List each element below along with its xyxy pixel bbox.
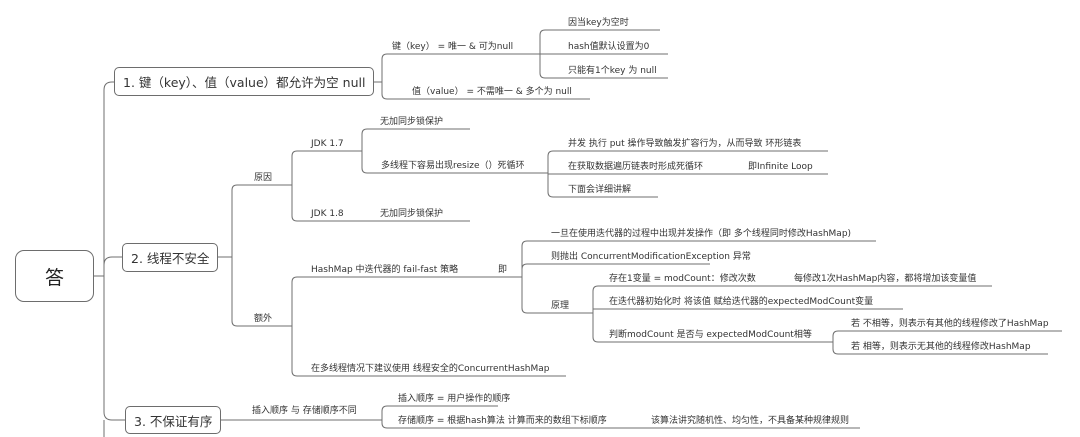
resize-item-1: 并发 执行 put 操作导致触发扩容行为，从而导致 环形链表 bbox=[568, 139, 802, 149]
topic-nullable[interactable]: 1. 键（key）、值（value）都允许为空 null bbox=[114, 67, 375, 96]
failfast-item-2: 则抛出 ConcurrentModificationException 异常 bbox=[551, 252, 751, 262]
insert-order-label: 插入顺序 = 用户操作的顺序 bbox=[398, 394, 511, 404]
principle-item-2: 在迭代器初始化时 将该值 赋给迭代器的expectedModCount变量 bbox=[609, 297, 874, 307]
key-item-2: hash值默认设置为0 bbox=[568, 42, 650, 52]
equal-label: 若 相等，则表示无其他的线程修改HashMap bbox=[851, 342, 1031, 352]
principle-note: 每修改1次HashMap内容，都将增加该变量值 bbox=[794, 274, 977, 284]
infinite-loop-label: 即Infinite Loop bbox=[748, 162, 813, 172]
principle-item-3: 判断modCount 是否与 expectedModCount相等 bbox=[609, 330, 812, 340]
store-order-note: 该算法讲究随机性、均匀性，不具备某种规律规则 bbox=[651, 416, 850, 426]
extra-label: 额外 bbox=[254, 314, 273, 324]
jdk17-lock-label: 无加同步锁保护 bbox=[380, 117, 444, 127]
value-label: 值（value） = 不需唯一 & 多个为 null bbox=[412, 87, 572, 97]
store-order-label: 存储顺序 = 根据hash算法 计算而来的数组下标顺序 bbox=[398, 416, 607, 426]
root-node[interactable]: 答 bbox=[15, 250, 94, 302]
key-item-1: 因当key为空时 bbox=[568, 18, 629, 28]
topic-unordered[interactable]: 3. 不保证有序 bbox=[125, 406, 222, 434]
jdk18-label: JDK 1.8 bbox=[311, 209, 344, 219]
ji-label: 即 bbox=[498, 265, 508, 275]
resize-item-2: 在获取数据遍历链表时形成死循环 bbox=[568, 162, 704, 172]
failfast-label: HashMap 中迭代器的 fail-fast 策略 bbox=[311, 265, 459, 275]
not-equal-label: 若 不相等，则表示有其他的线程修改了HashMap bbox=[851, 319, 1049, 329]
key-item-3: 只能有1个key 为 null bbox=[568, 66, 657, 76]
resize-item-3: 下面会详细讲解 bbox=[568, 185, 632, 195]
principle-label: 原理 bbox=[551, 301, 570, 311]
jdk17-label: JDK 1.7 bbox=[311, 139, 344, 149]
reason-label: 原因 bbox=[254, 173, 273, 183]
key-label: 键（key） = 唯一 & 可为null bbox=[392, 42, 514, 52]
order-label: 插入顺序 与 存储顺序不同 bbox=[252, 406, 357, 416]
failfast-item-1: 一旦在使用迭代器的过程中出现并发操作（即 多个线程同时修改HashMap) bbox=[551, 229, 852, 239]
resize-label: 多线程下容易出现resize（）死循环 bbox=[381, 161, 525, 171]
topic-thread-unsafe[interactable]: 2. 线程不安全 bbox=[122, 243, 219, 272]
suggest-label: 在多线程情况下建议使用 线程安全的ConcurrentHashMap bbox=[311, 364, 550, 374]
principle-item-1: 存在1变量 = modCount：修改次数 bbox=[609, 274, 756, 284]
jdk18-lock-label: 无加同步锁保护 bbox=[380, 209, 444, 219]
